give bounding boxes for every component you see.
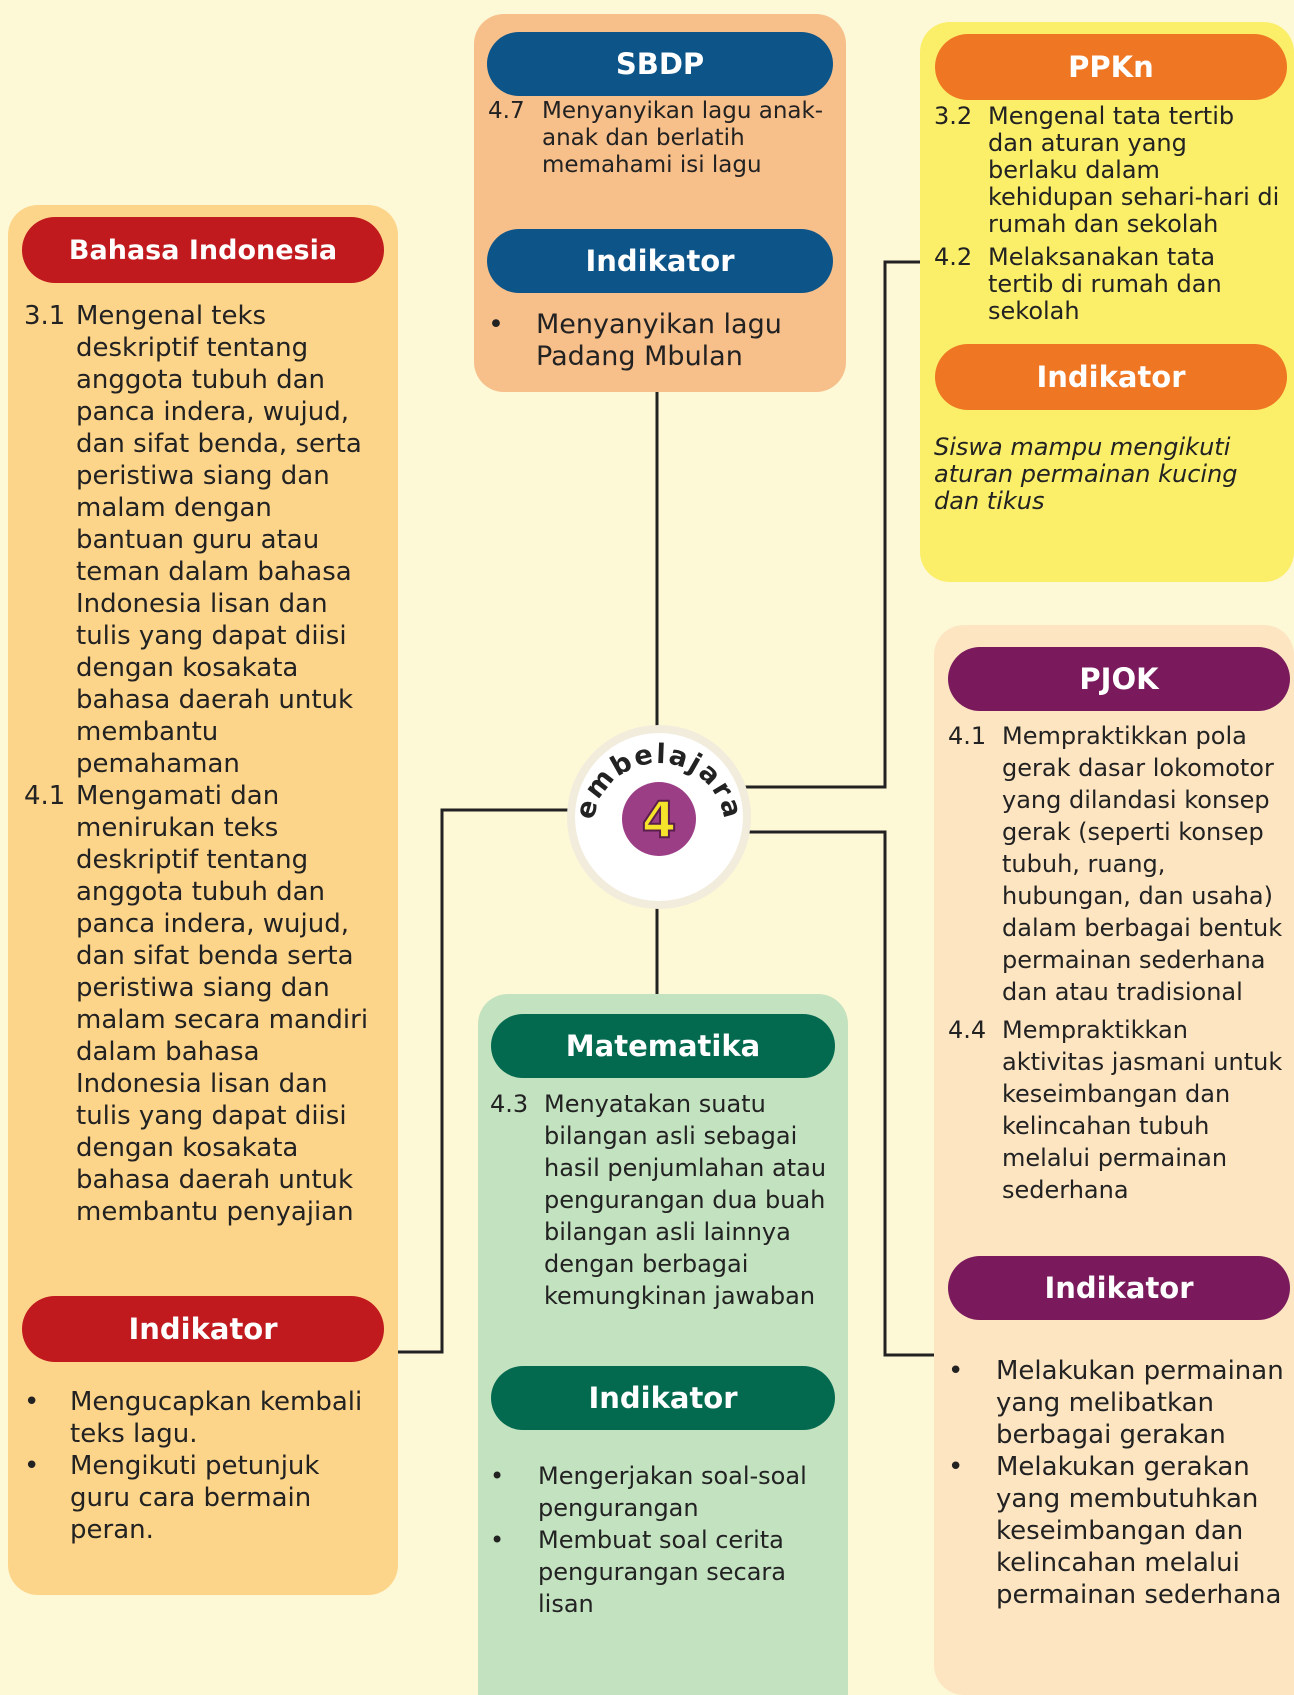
sbdp-title: SBDP (487, 32, 833, 96)
matematika-indicators: • Mengerjakan soal-soal pengurangan • Me… (490, 1460, 830, 1620)
center-number: 4 (642, 791, 677, 849)
competency-item: 4.7 Menyanyikan lagu anak-anak dan berla… (488, 98, 824, 178)
ppkn-panel (920, 22, 1294, 582)
ppkn-indicator-text: Siswa mampu mengikuti aturan permainan k… (934, 433, 1238, 515)
competency-item: 4.1 Mengamati dan menirukan teks deskrip… (24, 781, 369, 1227)
center-badge: Pembelajaran 4 (559, 717, 751, 909)
indicator-item: • Mengikuti petunjuk guru cara bermain p… (24, 1451, 320, 1545)
indicator-item: • Melakukan permainan yang melibatkan be… (948, 1356, 1284, 1450)
matematika-competencies: 4.3 Menyatakan suatu bilangan asli sebag… (490, 1088, 834, 1312)
matematika-panel (478, 994, 848, 1695)
sbdp-indicator-title: Indikator (487, 229, 833, 293)
competency-item: 3.1 Mengenal teks deskriptif tentang ang… (24, 301, 362, 779)
sbdp-competencies: 4.7 Menyanyikan lagu anak-anak dan berla… (488, 98, 838, 179)
bahasa-competencies: 3.1 Mengenal teks deskriptif tentang ang… (24, 300, 374, 1228)
bahasa-indicators: • Mengucapkan kembali teks lagu. • Mengi… (24, 1386, 364, 1546)
pjok-indicator-title: Indikator (948, 1256, 1290, 1320)
competency-item: 3.2 Mengenal tata tertib dan aturan yang… (934, 102, 1280, 238)
indicator-item: • Melakukan gerakan yang membutuhkan kes… (948, 1452, 1282, 1610)
ppkn-title: PPKn (935, 34, 1287, 100)
competency-item: 4.1 Mempraktikkan pola gerak dasar lokom… (948, 722, 1283, 1006)
pjok-panel (934, 625, 1294, 1695)
indicator-item: • Menyanyikan lagu Padang Mbulan (488, 309, 782, 372)
indicator-item: • Membuat soal cerita pengurangan secara… (490, 1526, 786, 1618)
matematika-title: Matematika (491, 1014, 835, 1078)
competency-item: 4.3 Menyatakan suatu bilangan asli sebag… (490, 1090, 827, 1310)
sbdp-indicators: • Menyanyikan lagu Padang Mbulan (488, 309, 828, 373)
bahasa-title: Bahasa Indonesia (22, 217, 384, 283)
competency-item: 4.2 Melaksanakan tata tertib di rumah da… (934, 243, 1222, 325)
indicator-item: • Mengucapkan kembali teks lagu. (24, 1387, 363, 1449)
bahasa-panel (8, 205, 398, 1595)
ppkn-competencies: 3.2 Mengenal tata tertib dan aturan yang… (934, 103, 1284, 325)
pjok-competencies: 4.1 Mempraktikkan pola gerak dasar lokom… (948, 720, 1292, 1206)
ppkn-indicator-title: Indikator (935, 344, 1287, 410)
pjok-title: PJOK (948, 647, 1290, 711)
competency-item: 4.4 Mempraktikkan aktivitas jasmani untu… (948, 1016, 1283, 1204)
matematika-indicator-title: Indikator (491, 1366, 835, 1430)
pjok-indicators: • Melakukan permainan yang melibatkan be… (948, 1355, 1286, 1611)
center-disc (622, 782, 696, 856)
indicator-item: • Mengerjakan soal-soal pengurangan (490, 1462, 807, 1522)
bahasa-indicator-title: Indikator (22, 1296, 384, 1362)
